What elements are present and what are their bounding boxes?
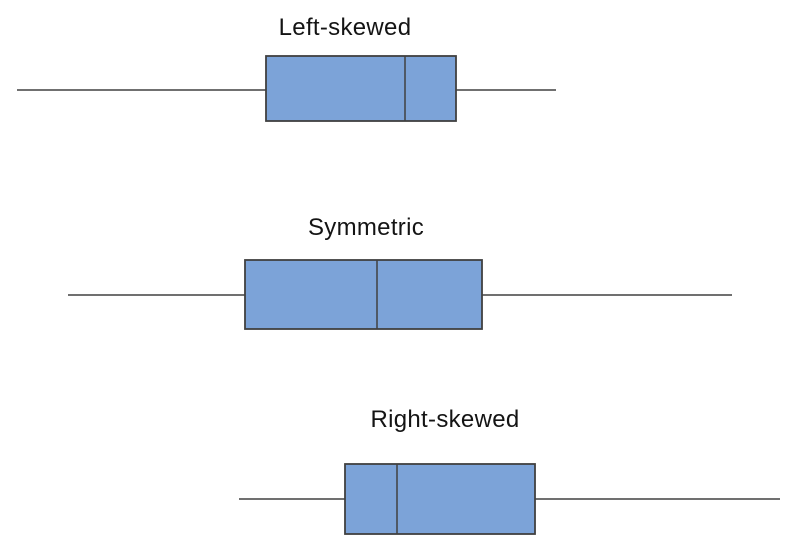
boxplot-group-1 — [17, 55, 556, 122]
plot-title-left-skewed: Left-skewed — [278, 14, 412, 41]
iqr-box-rect — [265, 55, 457, 122]
iqr-box-rect — [344, 463, 536, 535]
iqr-box-rect — [244, 259, 483, 330]
boxplot-group-2 — [68, 259, 732, 330]
plot-title-right-skewed: Right-skewed — [370, 406, 520, 433]
plot-title-symmetric: Symmetric — [307, 214, 425, 241]
boxplot-group-3 — [239, 463, 780, 535]
